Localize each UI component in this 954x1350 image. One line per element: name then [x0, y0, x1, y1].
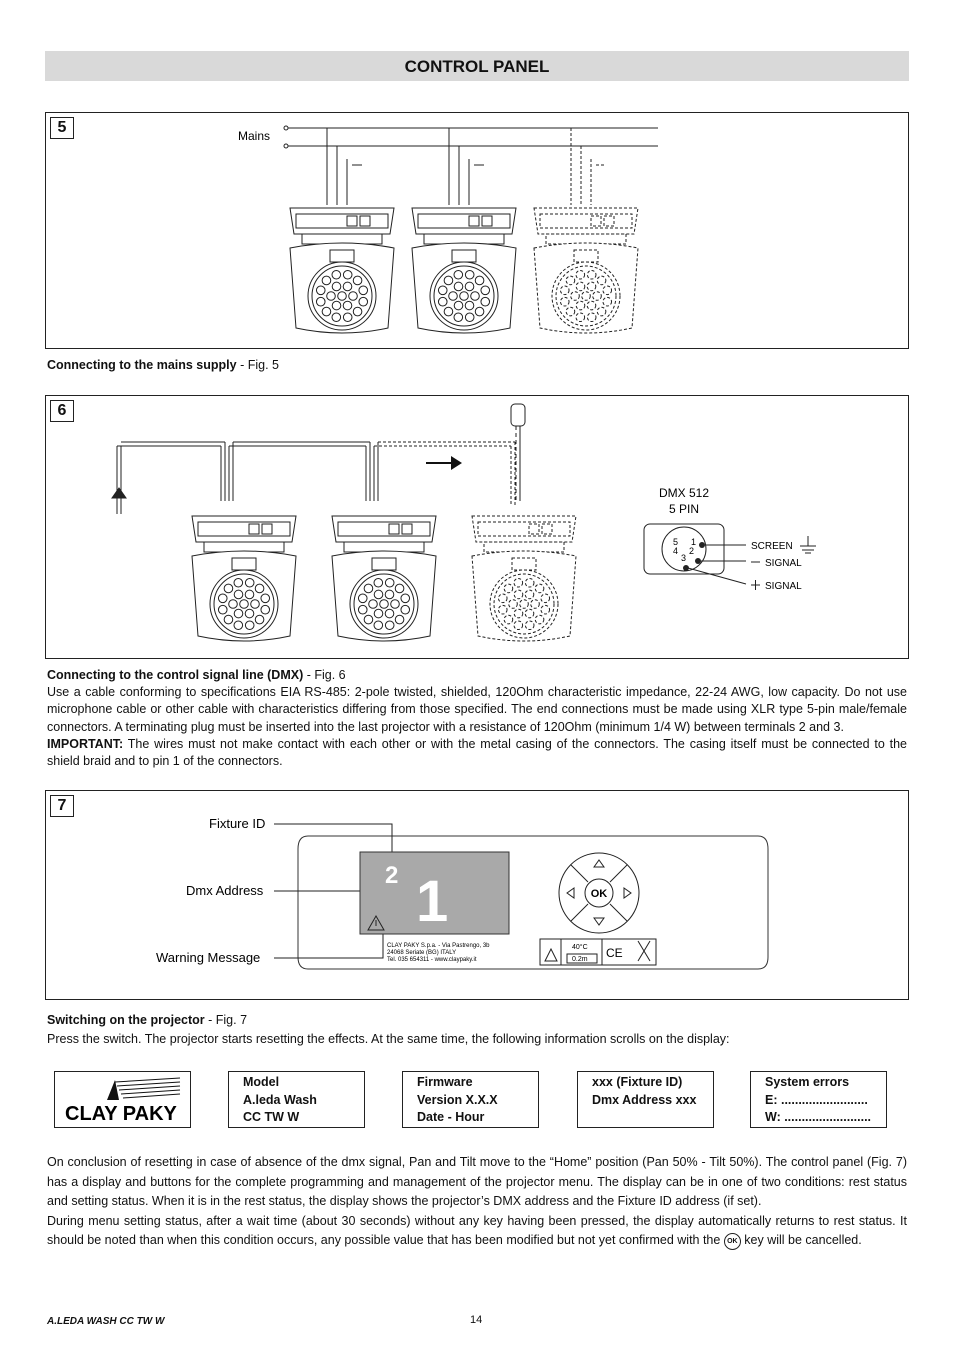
dmx-title-1: DMX 512 — [659, 486, 709, 500]
pin-2: 2 — [689, 546, 694, 556]
pin-4: 4 — [673, 546, 678, 556]
figure-number: 5 — [50, 117, 74, 139]
page-number: 14 — [470, 1314, 483, 1326]
left-arrow-icon — [566, 887, 575, 899]
figure-number: 7 — [50, 795, 74, 817]
fixture-group — [191, 515, 577, 642]
errors-box: System errors E: .......................… — [750, 1071, 887, 1128]
logo-box: CLAY PAKY — [54, 1071, 191, 1128]
dmx-diagram: DMX 512 5 PIN 5 1 4 2 3 SCREEN SIGNAL SI… — [111, 403, 816, 642]
display-fixture-id: 2 — [385, 862, 398, 889]
fig5-caption: Connecting to the mains supply - Fig. 5 — [47, 358, 279, 372]
temp-label: 40°C — [572, 943, 588, 951]
fixture-group — [289, 128, 639, 334]
signal-minus-label: SIGNAL — [765, 558, 802, 569]
figure-number: 6 — [50, 400, 74, 422]
right-arrow-icon — [623, 887, 632, 899]
signal-plus-label: SIGNAL — [765, 581, 802, 592]
plate-line-3: Tel. 035 654311 - www.claypaky.it — [387, 957, 477, 963]
ce-mark-icon: CE — [606, 946, 623, 960]
warning-label: Warning Message — [156, 950, 260, 965]
up-arrow-icon — [593, 859, 605, 868]
warning-icon — [367, 914, 385, 931]
pin-3: 3 — [681, 553, 686, 563]
dist-label: 0.2m — [572, 956, 588, 963]
ground-icon — [800, 536, 816, 554]
clay-paky-logo: CLAY PAKY — [65, 1077, 181, 1125]
fixture-box: xxx (Fixture ID) Dmx Address xxx — [577, 1071, 714, 1128]
switching-paragraph: Press the switch. The projector starts r… — [47, 1032, 730, 1046]
mains-label: Mains — [238, 129, 270, 143]
fig6-caption: Connecting to the control signal line (D… — [47, 668, 346, 682]
firmware-box: Firmware Version X.X.X Date - Hour — [402, 1071, 539, 1128]
model-box: Model A.leda Wash CC TW W — [228, 1071, 365, 1128]
moving-head-fixture — [289, 207, 395, 334]
ok-button[interactable] — [584, 878, 614, 908]
fixture-id-label: Fixture ID — [209, 816, 265, 831]
down-arrow-icon — [593, 917, 605, 926]
fig7-caption: Switching on the projector - Fig. 7 — [47, 1013, 248, 1027]
ok-key-icon: OK — [723, 1232, 741, 1250]
mains-diagram: Mains — [238, 125, 658, 334]
closing-paragraph: On conclusion of resetting in case of ab… — [47, 1153, 907, 1251]
plate-line-2: 24068 Seriate (BG) ITALY — [387, 950, 456, 956]
logo-text: CLAY PAKY — [65, 1103, 178, 1125]
display-dmx-address: 1 — [416, 869, 448, 934]
figure-5: 5 Mains — [45, 112, 909, 349]
control-panel-diagram: Fixture ID Dmx Address Warning Message 2… — [156, 816, 769, 970]
moving-head-fixture — [471, 515, 577, 642]
dmx-paragraph: Use a cable conforming to specifications… — [47, 685, 907, 769]
footer-model: A.LEDA WASH CC TW W — [47, 1316, 165, 1327]
figure-7: 7 Fixture ID Dmx Address Warning Message… — [45, 790, 909, 1000]
pin-5: 5 — [673, 537, 678, 547]
dmx-address-label: Dmx Address — [186, 883, 264, 898]
screen-label: SCREEN — [751, 541, 793, 552]
dmx-title-2: 5 PIN — [669, 502, 699, 516]
section-title: CONTROL PANEL — [404, 57, 550, 76]
section-header: CONTROL PANEL — [45, 51, 909, 81]
ok-button-label: OK — [591, 888, 608, 900]
pin-1: 1 — [691, 537, 696, 547]
figure-6: 6 DMX 512 5 PIN 5 1 4 2 3 — [45, 395, 909, 659]
moving-head-fixture — [331, 515, 437, 642]
lcd-display — [359, 851, 510, 935]
plate-line-1: CLAY PAKY S.p.a. - Via Pastrengo, 3b — [387, 943, 490, 949]
moving-head-fixture — [533, 207, 639, 334]
moving-head-fixture — [411, 207, 517, 334]
moving-head-fixture — [191, 515, 297, 642]
nav-keypad[interactable]: OK — [558, 852, 640, 934]
